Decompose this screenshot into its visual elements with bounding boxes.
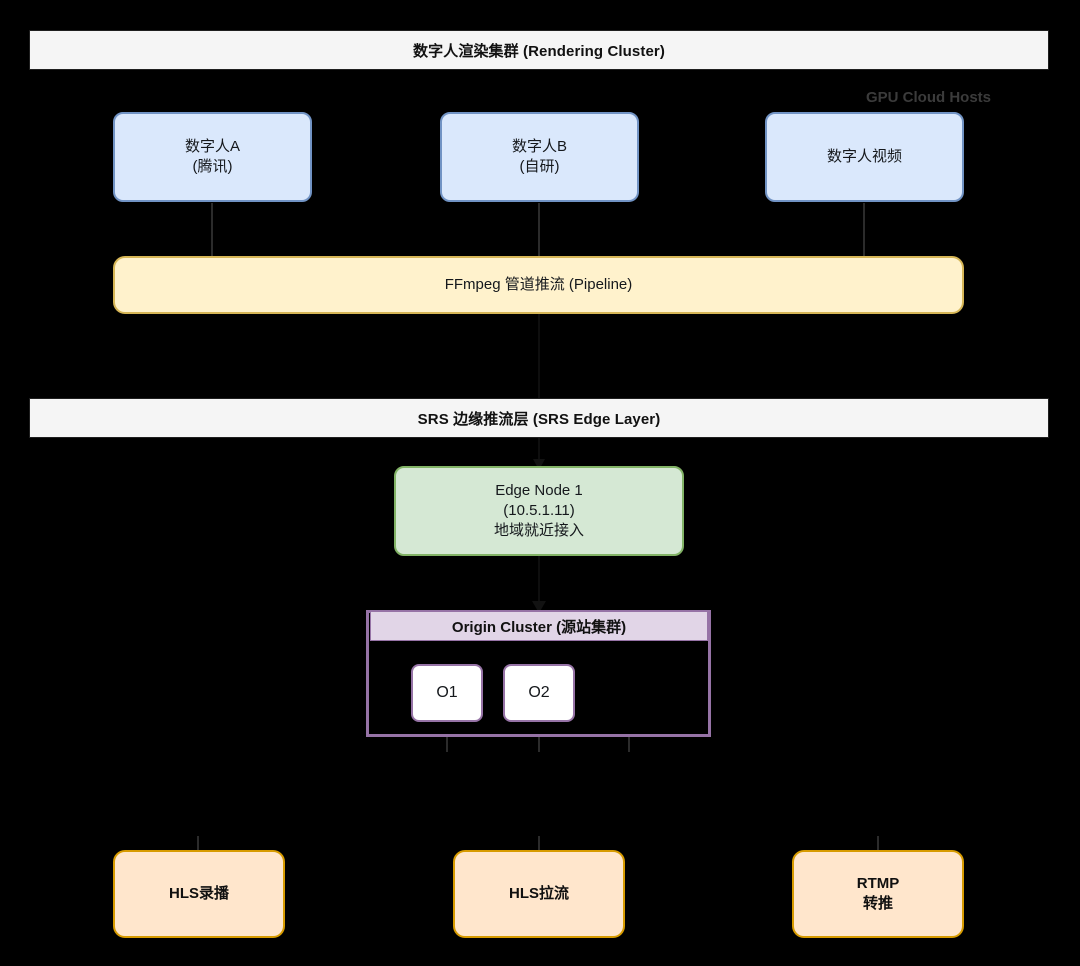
node-avatar-video[interactable]: 数字人视频 xyxy=(765,112,964,202)
node-ffmpeg-pipeline[interactable]: FFmpeg 管道推流 (Pipeline) xyxy=(113,256,964,314)
node-rtmp-relay-line2: 转推 xyxy=(862,895,893,912)
node-rtmp-relay-line1: RTMP xyxy=(856,875,900,893)
node-avatar-a[interactable]: 数字人A (腾讯) xyxy=(113,112,312,202)
node-rtmp-relay[interactable]: RTMP 转推 xyxy=(792,850,964,938)
node-edge-node-1[interactable]: Edge Node 1 (10.5.1.11) 地域就近接入 xyxy=(394,466,684,556)
node-avatar-b-line2: (自研) xyxy=(519,158,560,175)
node-avatar-a-line2: (腾讯) xyxy=(192,158,233,175)
node-edge-node-1-line3: 地域就近接入 xyxy=(493,521,584,539)
node-hls-pull-label: HLS拉流 xyxy=(508,885,569,903)
node-avatar-b-line1: 数字人B xyxy=(511,138,567,156)
node-hls-record-label: HLS录播 xyxy=(168,885,229,903)
lane-header-srs-edge-layer: SRS 边缘推流层 (SRS Edge Layer) xyxy=(29,398,1049,438)
lane-header-rendering-cluster: 数字人渲染集群 (Rendering Cluster) xyxy=(29,30,1049,70)
node-origin-o2-label: O2 xyxy=(528,684,550,702)
node-origin-o1[interactable]: O1 xyxy=(411,664,483,722)
node-edge-node-1-line2: (10.5.1.11) xyxy=(503,502,575,520)
node-ffmpeg-pipeline-label: FFmpeg 管道推流 (Pipeline) xyxy=(444,276,633,294)
node-origin-o1-label: O1 xyxy=(436,684,458,702)
node-avatar-a-line1: 数字人A xyxy=(184,138,240,156)
node-edge-node-1-line1: Edge Node 1 xyxy=(495,482,583,500)
node-hls-pull[interactable]: HLS拉流 xyxy=(453,850,625,938)
group-origin-cluster-title: Origin Cluster (源站集群) xyxy=(370,611,708,641)
node-hls-record[interactable]: HLS录播 xyxy=(113,850,285,938)
annotation-gpu-cloud-hosts: GPU Cloud Hosts xyxy=(866,89,992,106)
node-avatar-video-line1: 数字人视频 xyxy=(826,148,902,166)
node-origin-o2[interactable]: O2 xyxy=(503,664,575,722)
node-avatar-b[interactable]: 数字人B (自研) xyxy=(440,112,639,202)
